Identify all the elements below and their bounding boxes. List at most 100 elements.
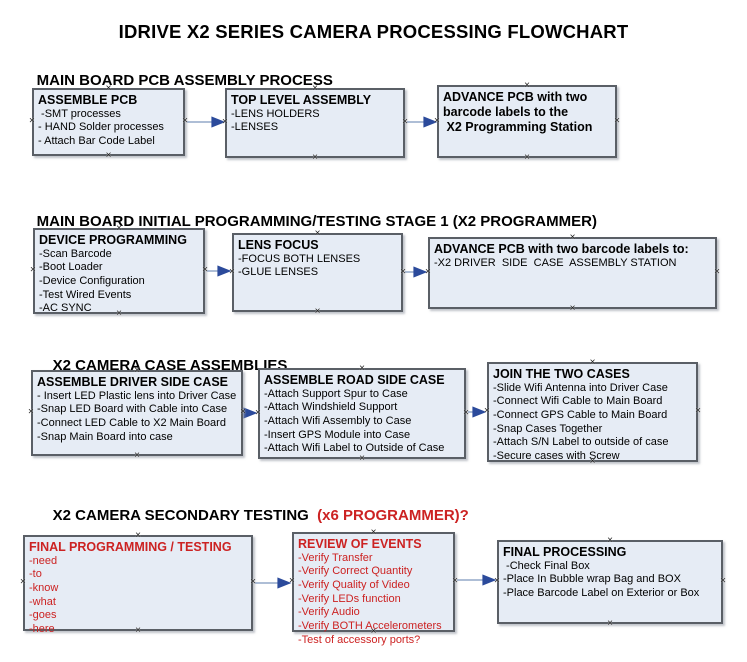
connector-handle-icon: × [607, 618, 613, 629]
box-item: -need [29, 554, 58, 567]
flow-box-lens-focus: LENS FOCUS -FOCUS BOTH LENSES-GLUE LENSE… [229, 229, 406, 317]
box-items: -Scan Barcode-Boot Loader-Device Configu… [35, 248, 203, 316]
connector-handle-icon: × [105, 150, 112, 161]
box-item: - Insert LED Plastic lens into Driver Ca… [37, 389, 237, 402]
box-title: JOIN THE TWO CASES [493, 367, 630, 381]
box-item: -Verify Quality of Video [298, 579, 410, 591]
box-item: -LENSES [231, 121, 279, 134]
box-item: -Verify Transfer [298, 551, 373, 564]
box-item: -Check Final Box [503, 559, 590, 572]
flow-box-final-processing: FINAL PROCESSING -Check Final Box-Place … [494, 536, 726, 629]
connector-handle-icon: × [402, 116, 408, 128]
box-item: -goes [29, 609, 57, 622]
connector-handle-icon: × [250, 576, 256, 588]
connector-handle-icon: × [720, 575, 726, 587]
box-item: -Verify Audio [298, 606, 360, 619]
box-item: -here [29, 622, 55, 635]
flow-box-final-programming-testing: FINAL PROGRAMMING / TESTING -need-to-kno… [20, 531, 256, 636]
connector-handle-icon: × [400, 266, 406, 277]
connector-handle-icon: × [240, 406, 246, 418]
box-item: -Insert GPS Module into Case [264, 428, 411, 441]
flow-box-top-level-assembly: TOP LEVEL ASSEMBLY -LENS HOLDERS-LENSES … [222, 84, 408, 163]
box-items: -LENS HOLDERS-LENSES [227, 108, 403, 135]
flow-box-assemble-pcb: ASSEMBLE PCB -SMT processes- HAND Solder… [29, 84, 188, 161]
flow-box-advance-pcb-programming-station: ADVANCE PCB with two barcode labels to t… [434, 81, 620, 163]
page-title: IDRIVE X2 SERIES CAMERA PROCESSING FLOWC… [118, 21, 629, 42]
box-item: -Place In Bubble wrap Bag and BOX [503, 573, 681, 586]
box-item: -to [29, 568, 42, 581]
box-items: - Insert LED Plastic lens into Driver Ca… [33, 390, 241, 445]
box-item: -Snap LED Board with Cable into Case [37, 403, 228, 416]
box-title: ADVANCE PCB with two barcode labels to t… [443, 90, 593, 134]
connector-handle-icon: × [312, 152, 318, 163]
box-items: -X2 DRIVER SIDE CASE ASSEMBLY STATION [430, 257, 715, 271]
box-title: REVIEW OF EVENTS [298, 537, 422, 551]
section-heading-text: MAIN BOARD INITIAL PROGRAMMING/TESTING S… [36, 213, 597, 230]
box-item: -Boot Loader [39, 261, 103, 274]
box-title: ADVANCE PCB with two barcode labels to: [434, 242, 689, 256]
connector-handle-icon: × [524, 152, 530, 163]
connector-handle-icon: × [569, 303, 576, 314]
box-item: -Verify Correct Quantity [298, 565, 413, 578]
box-item: -GLUE LENSES [238, 266, 319, 279]
box-item: -Attach S/N Label to outside of case [493, 436, 669, 449]
connector-handle-icon: × [452, 575, 458, 587]
box-item: -Attach Windshield Support [264, 401, 398, 414]
box-item: -Test Wired Events [39, 288, 132, 301]
box-item: -LENS HOLDERS [231, 107, 320, 120]
box-item: -SMT processes [38, 107, 121, 120]
box-items: -Verify Transfer-Verify Correct Quantity… [294, 552, 453, 647]
flow-box-device-programming: DEVICE PROGRAMMING -Scan Barcode-Boot Lo… [30, 224, 208, 319]
box-items: -Slide Wifi Antenna into Driver Case-Con… [489, 382, 696, 464]
flow-box-join-the-two-cases: JOIN THE TWO CASES -Slide Wifi Antenna i… [484, 358, 701, 467]
connector-handle-icon: × [202, 264, 208, 276]
connector-handle-icon: × [182, 115, 188, 127]
box-item: -Snap Main Board into case [37, 430, 173, 443]
flow-box-assemble-road-side-case: ASSEMBLE ROAD SIDE CASE -Attach Support … [255, 364, 469, 464]
box-item: -Place Barcode Label on Exterior or Box [503, 587, 700, 599]
section-heading-secondary-testing: X2 CAMERA SECONDARY TESTING (x6 PROGRAMM… [36, 490, 469, 541]
flow-box-advance-pcb-driver-side-station: ADVANCE PCB with two barcode labels to: … [425, 233, 720, 314]
connector-handle-icon: × [614, 115, 620, 126]
box-items: -Attach Support Spur to Case-Attach Wind… [260, 388, 464, 456]
box-item: -Attach Wifi Assembly to Case [264, 415, 412, 427]
box-item: -AC SYNC [39, 302, 92, 315]
box-item: -Verify LEDs function [298, 592, 401, 605]
box-item: -Device Configuration [39, 275, 145, 287]
box-item: -FOCUS BOTH LENSES [238, 252, 361, 265]
box-title: ASSEMBLE ROAD SIDE CASE [264, 373, 445, 387]
box-title: ASSEMBLE PCB [38, 93, 138, 107]
box-items: -SMT processes- HAND Solder processes- A… [34, 108, 183, 149]
box-title: FINAL PROCESSING [503, 545, 627, 559]
box-items: -FOCUS BOTH LENSES-GLUE LENSES [234, 253, 401, 280]
connector-handle-icon: × [463, 407, 469, 418]
box-item: -Secure cases with Screw [493, 449, 620, 462]
box-title: FINAL PROGRAMMING / TESTING [29, 540, 232, 554]
box-item: -Scan Barcode [39, 247, 112, 260]
section-heading-pcb-assembly: MAIN BOARD PCB ASSEMBLY PROCESS [20, 55, 333, 106]
box-item: - Attach Bar Code Label [38, 135, 155, 147]
box-item: -Test of accessory ports? [298, 633, 421, 646]
box-items: -Check Final Box-Place In Bubble wrap Ba… [499, 560, 721, 601]
box-title: TOP LEVEL ASSEMBLY [231, 93, 372, 107]
box-item: -Connect Wifi Cable to Main Board [493, 395, 663, 408]
box-item: -Snap Cases Together [493, 422, 603, 435]
section-heading-text: X2 CAMERA SECONDARY TESTING [52, 507, 313, 524]
connector-handle-icon: × [695, 405, 701, 417]
section-heading-initial-programming: MAIN BOARD INITIAL PROGRAMMING/TESTING S… [20, 196, 597, 247]
box-item: -Slide Wifi Antenna into Driver Case [493, 381, 668, 394]
box-item: -X2 DRIVER SIDE CASE ASSEMBLY STATION [434, 256, 677, 269]
box-item: -Connect LED Cable to X2 Main Board [37, 417, 226, 429]
flow-box-assemble-driver-side-case: ASSEMBLE DRIVER SIDE CASE - Insert LED P… [28, 366, 246, 461]
box-items: -need-to-know-what-goes-here [25, 555, 251, 637]
section-heading-accent: (x6 PROGRAMMER)? [312, 507, 469, 524]
box-title: DEVICE PROGRAMMING [39, 233, 187, 247]
box-title: LENS FOCUS [238, 238, 319, 252]
box-item: - HAND Solder processes [38, 121, 164, 134]
section-heading-text: MAIN BOARD PCB ASSEMBLY PROCESS [36, 72, 333, 89]
connector-handle-icon: × [714, 266, 720, 278]
box-item: -Connect GPS Cable to Main Board [493, 409, 668, 421]
box-item: -Verify BOTH Accelerometers [298, 619, 442, 632]
box-item: -know [29, 582, 59, 594]
